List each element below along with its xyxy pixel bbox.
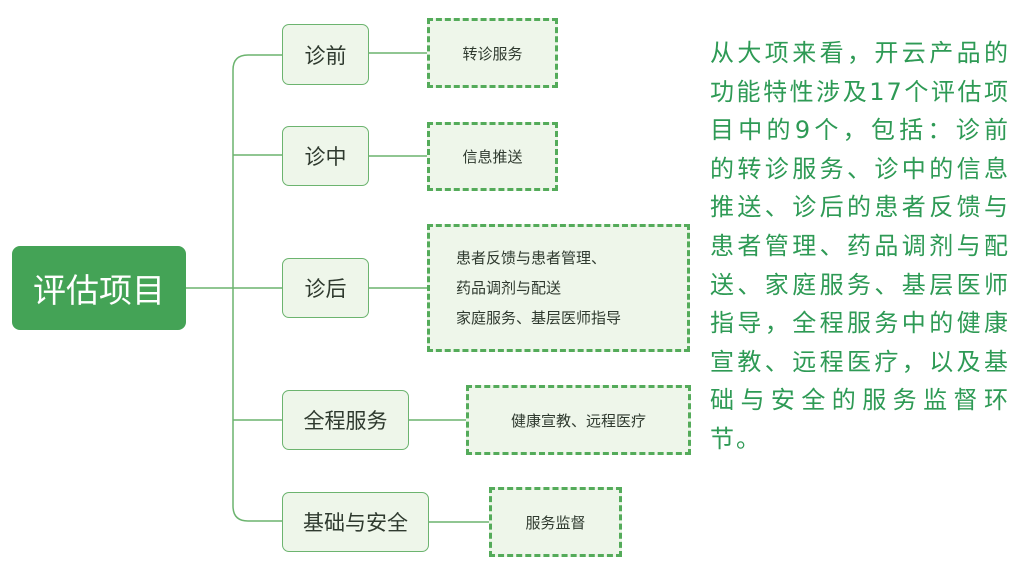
leaf-line: 患者反馈与患者管理、: [456, 249, 607, 267]
branch-node-post-visit: 诊后: [282, 258, 369, 318]
branch-label: 基础与安全: [303, 511, 408, 535]
branch-node-foundation-security: 基础与安全: [282, 492, 429, 552]
connector-lines: [186, 52, 489, 523]
leaf-node-info-push: 信息推送: [427, 122, 558, 191]
branch-node-pre-visit: 诊前: [282, 24, 369, 85]
leaf-node-service-supervision: 服务监督: [489, 487, 622, 557]
leaf-node-referral: 转诊服务: [427, 18, 558, 88]
leaf-line: 药品调剂与配送: [456, 279, 562, 297]
mind-map: 评估项目 诊前 诊中 诊后 全程服务 基础与安全 转诊服务 信息推送 患者反馈与…: [12, 18, 691, 557]
branch-node-in-visit: 诊中: [282, 126, 369, 186]
leaf-line: 健康宣教、远程医疗: [510, 411, 646, 430]
branch-node-full-service: 全程服务: [282, 390, 409, 450]
leaf-line: 转诊服务: [462, 44, 523, 63]
branch-label: 诊中: [304, 145, 347, 169]
branch-label: 诊前: [304, 43, 347, 68]
leaf-line: 信息推送: [462, 148, 523, 166]
root-label: 评估项目: [33, 271, 165, 310]
leaf-node-post-visit-items: 患者反馈与患者管理、 药品调剂与配送 家庭服务、基层医师指导: [427, 224, 690, 352]
leaf-node-education-telemedicine: 健康宣教、远程医疗: [466, 385, 691, 455]
leaf-line: 服务监督: [525, 513, 586, 532]
branch-label: 诊后: [304, 277, 347, 301]
summary-paragraph: 从大项来看，开云产品的功能特性涉及17个评估项目中的9个，包括：诊前的转诊服务、…: [710, 39, 1010, 453]
leaf-line: 家庭服务、基层医师指导: [456, 309, 622, 327]
root-node: 评估项目: [12, 246, 186, 330]
branch-label: 全程服务: [303, 409, 388, 433]
